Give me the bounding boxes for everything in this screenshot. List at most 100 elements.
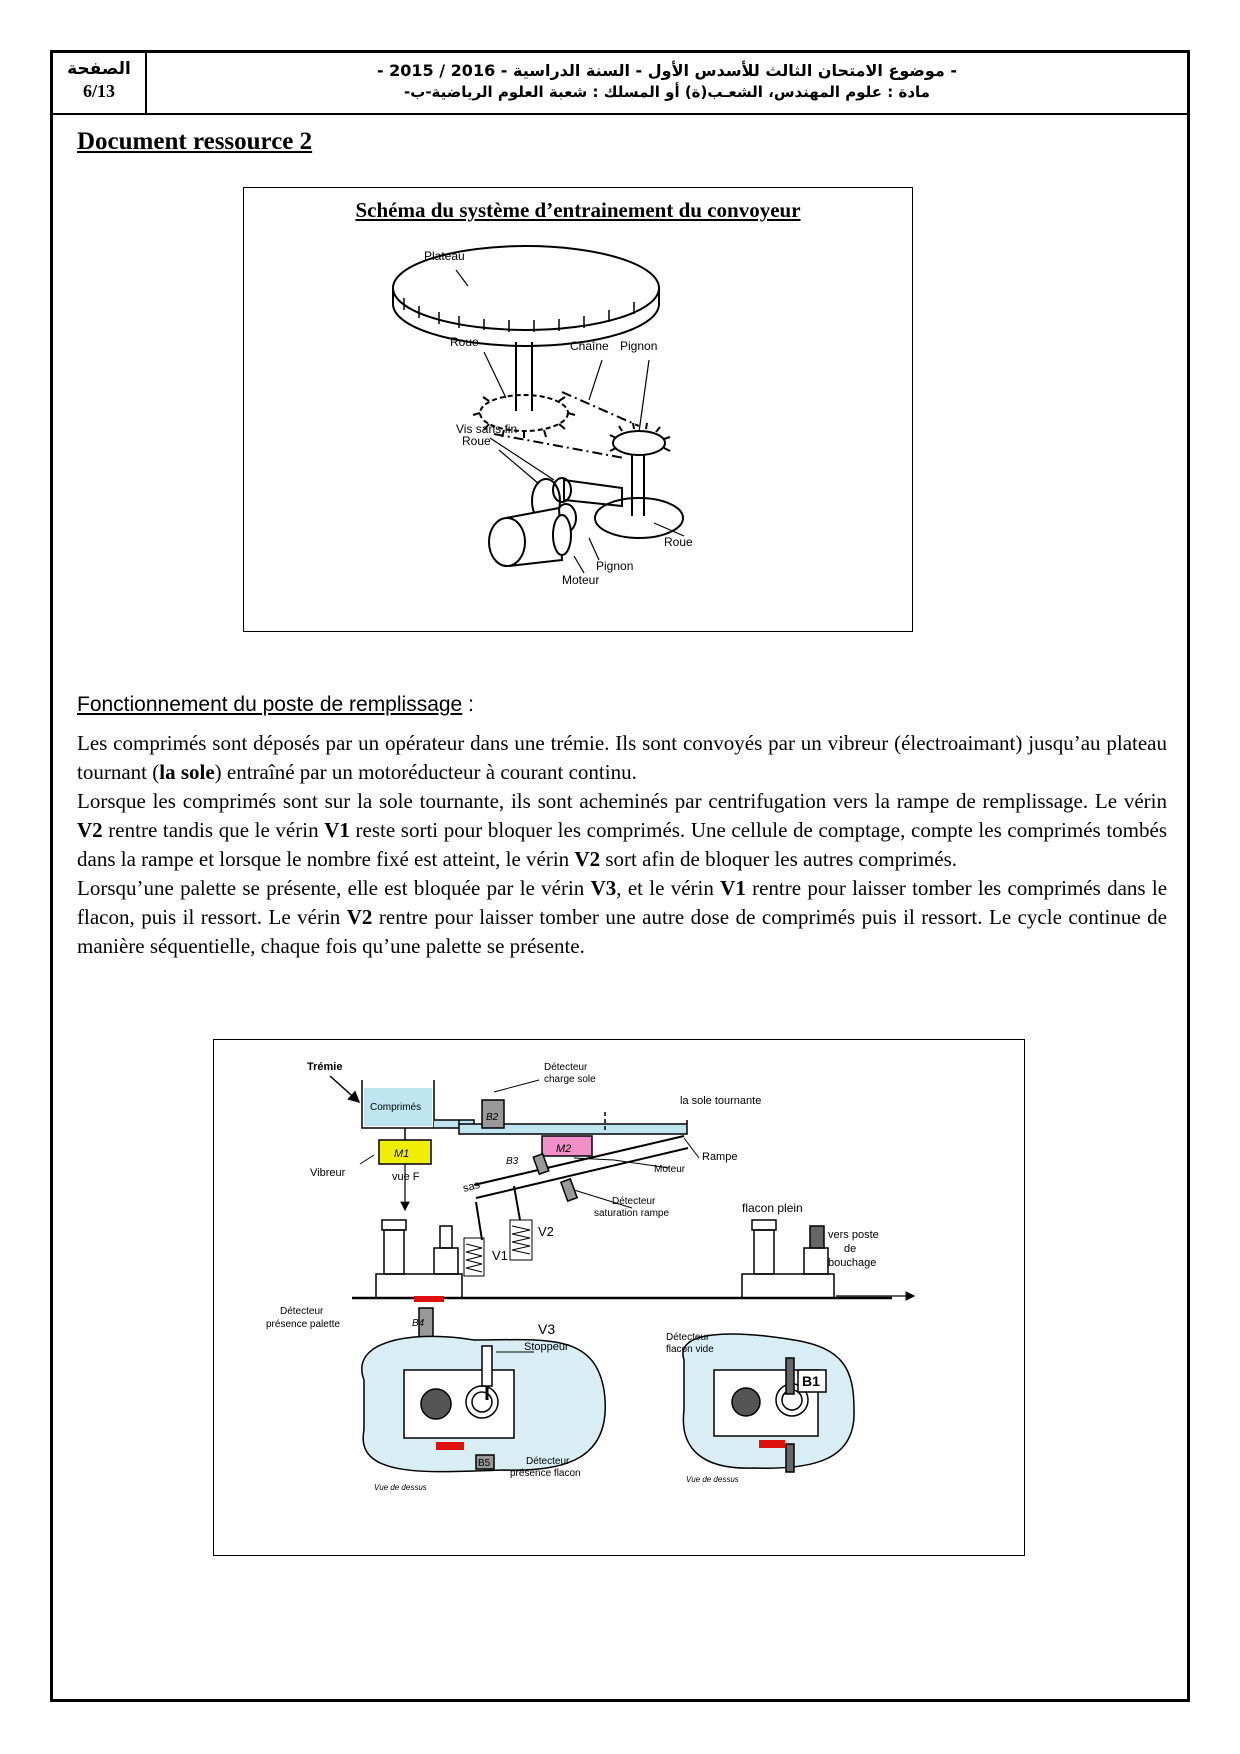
label-v2: V2 [538, 1224, 554, 1239]
label-b2: B2 [486, 1112, 499, 1123]
hopper-walls [361, 1080, 435, 1129]
lower-wheel [594, 497, 684, 539]
m2-motor [541, 1135, 593, 1157]
p3-text-d: rentre pour laisser tomber une autre dos… [77, 905, 1167, 958]
p3-v2: V2 [346, 905, 373, 929]
label-stoppeur: Stoppeur [524, 1341, 569, 1353]
label-b3: B3 [506, 1156, 519, 1167]
label-roue-mid: Roue [462, 434, 491, 448]
p2-text-c: reste sorti pour bloquer les comprimés. … [77, 818, 1167, 871]
label-moteur-2: Moteur [654, 1164, 686, 1175]
exam-title-box: - موضوع الامتحان الثالث للأسدس الأول - ا… [147, 53, 1187, 113]
label-vue-dessus-1: Vue de dessus [374, 1483, 427, 1492]
p2-text-d: sort afin de bloquer les autres comprimé… [600, 847, 957, 871]
right-bottle-a [753, 1229, 775, 1275]
exam-title-line1: - موضوع الامتحان الثالث للأسدس الأول - ا… [376, 61, 958, 80]
label-roue-bottom: Roue [664, 535, 693, 549]
label-roue-top: Roue [450, 335, 479, 349]
chain-upper [561, 391, 640, 427]
p2-v1: V1 [324, 818, 350, 842]
label-det-vide-1: Détecteur [666, 1332, 710, 1343]
label-plateau: Plateau [424, 249, 465, 263]
paragraph-3: Lorsqu’une palette se présente, elle est… [77, 874, 1167, 961]
hopper-contents [364, 1088, 432, 1126]
label-m1: M1 [394, 1148, 409, 1160]
label-sole: la sole tournante [680, 1095, 761, 1107]
exam-header: الصفحة 6/13 - موضوع الامتحان الثالث للأس… [53, 53, 1187, 115]
label-det-fl-2: présence flacon [510, 1468, 581, 1479]
page-number-box: الصفحة 6/13 [53, 53, 147, 113]
label-det-sat-2: saturation rampe [594, 1208, 669, 1219]
ramp-top [473, 1135, 685, 1186]
label-flacon-plein: flacon plein [742, 1201, 803, 1215]
section-title-colon: : [462, 693, 474, 716]
label-tremie: Trémie [307, 1061, 342, 1073]
paragraph-2: Lorsque les comprimés sont sur la sole t… [77, 787, 1167, 874]
label-vers-1: vers poste [828, 1229, 879, 1241]
label-det-pal-1: Détecteur [280, 1306, 324, 1317]
sole-plate [458, 1123, 688, 1135]
chain-lower [493, 433, 625, 459]
label-pignon-top: Pignon [620, 339, 657, 353]
p3-text-b: , et le vérin [616, 876, 721, 900]
worm-screw [563, 478, 623, 508]
label-b1: B1 [802, 1373, 820, 1389]
label-moteur: Moteur [562, 573, 599, 587]
label-vers-3: bouchage [828, 1257, 876, 1269]
label-sas: sas [462, 1179, 482, 1195]
exam-title-line2: مادة : علوم المهندس، الشعـب(ة) أو المسلك… [404, 83, 930, 101]
plateau-rim [392, 288, 660, 347]
p3-text-a: Lorsqu’une palette se présente, elle est… [77, 876, 591, 900]
label-vue-dessus-2: Vue de dessus [686, 1475, 739, 1484]
section-title-text: Fonctionnement du poste de remplissage [77, 693, 463, 716]
right-bottle-b [803, 1247, 829, 1275]
document-title: Document ressource 2 [77, 128, 313, 155]
pignon-top [612, 430, 666, 456]
label-b4: B4 [412, 1318, 425, 1329]
label-det-charge-1: Détecteur [544, 1062, 588, 1073]
drive-schematic: Plateau Roue Chaîne Pignon Vis sans fin … [392, 245, 693, 587]
filling-station-figure: Trémie Comprimés Détecteur charge sole l… [213, 1039, 1025, 1556]
label-det-fl-1: Détecteur [526, 1456, 570, 1467]
label-vers-2: de [844, 1243, 856, 1255]
section-title: Fonctionnement du poste de remplissage : [77, 693, 474, 717]
label-vis-sans-fin: Vis sans fin [456, 422, 517, 436]
b5-sensor [475, 1454, 495, 1470]
label-pignon-bottom: Pignon [596, 559, 633, 573]
left-bottle-a [383, 1229, 405, 1275]
p3-text-c: rentre pour laisser tomber les comprimés… [77, 876, 1168, 929]
p1-bold: la sole [159, 760, 215, 784]
conveyor-drive-figure: Schéma du système d’entrainement du conv… [243, 187, 913, 632]
label-det-charge-2: charge sole [544, 1074, 596, 1085]
p3-v1: V1 [720, 876, 746, 900]
p2-v2: V2 [77, 818, 103, 842]
p2-text-b: rentre tandis que le vérin [102, 818, 325, 842]
label-m2: M2 [556, 1143, 571, 1155]
label-v1: V1 [492, 1248, 508, 1263]
p2-v2b: V2 [574, 847, 601, 871]
saturation-sensor [559, 1177, 579, 1203]
page-number: 6/13 [82, 81, 115, 101]
v1-cylinder [463, 1237, 485, 1277]
label-det-vide-2: flacon vide [666, 1344, 714, 1355]
v2-cylinder [509, 1219, 533, 1261]
label-chaine: Chaîne [570, 339, 609, 353]
label-rampe: Rampe [702, 1151, 737, 1163]
description-text: Les comprimés sont déposés par un opérat… [77, 729, 1167, 961]
label-det-pal-2: présence palette [266, 1319, 340, 1330]
b3-sensor [532, 1152, 550, 1176]
label-comprimes: Comprimés [370, 1102, 421, 1113]
figure1-caption: Schéma du système d’entrainement du conv… [355, 198, 801, 222]
label-vibreur: Vibreur [310, 1167, 346, 1179]
label-b5: B5 [478, 1458, 491, 1469]
b2-sensor [481, 1099, 505, 1129]
label-v3: V3 [538, 1321, 555, 1337]
paragraph-1: Les comprimés sont déposés par un opérat… [77, 729, 1167, 787]
left-bottle-b [433, 1247, 459, 1275]
b1-sensor [797, 1369, 827, 1393]
label-vue-f: vue F [392, 1171, 420, 1183]
page-frame: الصفحة 6/13 - موضوع الامتحان الثالث للأس… [50, 50, 1190, 1702]
p2-text-a: Lorsque les comprimés sont sur la sole t… [77, 789, 1167, 813]
v3-stopper [481, 1345, 493, 1387]
page-label: الصفحة [67, 59, 131, 79]
